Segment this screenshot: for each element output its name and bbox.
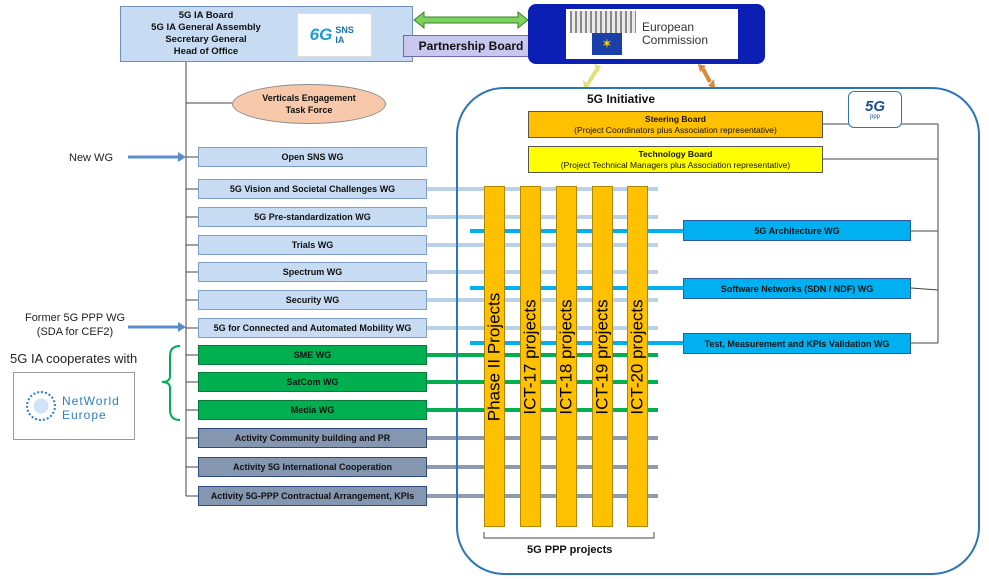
board-line: Head of Office: [173, 46, 239, 57]
board-line: 5G IA Board: [178, 10, 234, 21]
commission-line: European: [642, 20, 695, 34]
networld-europe-logo: NetWorld Europe: [13, 372, 135, 440]
commission-logo: ✶ European Commission: [566, 9, 738, 59]
activity-contractual: Activity 5G-PPP Contractual Arrangement,…: [198, 486, 427, 506]
wg-label: Software Networks (SDN / NDF) WG: [720, 283, 874, 294]
wg-prestandardization: 5G Pre-standardization WG: [198, 207, 427, 227]
steering-sub: (Project Coordinators plus Association r…: [574, 125, 777, 135]
wg-label: Security WG: [285, 295, 340, 305]
board-line: Secretary General: [165, 34, 247, 45]
project-phase2: Phase II Projects: [484, 186, 505, 527]
project-label: Phase II Projects: [484, 292, 504, 421]
project-label: ICT-20 projects: [627, 298, 647, 415]
wg-trials: Trials WG: [198, 235, 427, 255]
board-line: 5G IA General Assembly: [151, 22, 261, 33]
wg-label: SME WG: [293, 350, 332, 360]
technology-sub: (Project Technical Managers plus Associa…: [560, 160, 791, 170]
wg-label: 5G Pre-standardization WG: [254, 212, 371, 222]
verticals-label: Verticals Engagement Task Force: [262, 93, 356, 115]
steering-title: Steering Board: [645, 114, 706, 124]
project-label: ICT-19 projects: [592, 298, 612, 415]
commission-line: Commission: [642, 33, 709, 47]
wg-label: SatCom WG: [286, 377, 339, 387]
new-wg-label: New WG: [69, 152, 113, 164]
wg-connected-mobility: 5G for Connected and Automated Mobility …: [198, 318, 427, 338]
wg-label: Test, Measurement and KPIs Validation WG: [704, 338, 890, 349]
sns-ia-logo: 6G SNS IA: [297, 13, 372, 57]
wg-label: Trials WG: [291, 240, 334, 250]
project-label: ICT-18 projects: [556, 298, 576, 415]
verticals-task-force: Verticals Engagement Task Force: [232, 84, 386, 124]
commission-building-icon: [570, 11, 636, 33]
wg-label: Activity 5G-PPP Contractual Arrangement,…: [210, 491, 415, 501]
wg-architecture: 5G Architecture WG: [683, 220, 911, 241]
partnership-board-label: Partnership Board: [418, 39, 524, 53]
projects-caption: 5G PPP projects: [527, 544, 613, 556]
sns-logo-6g: 6G: [309, 25, 333, 44]
former-line: (SDA for CEF2): [36, 326, 114, 338]
5g-logo-text: 5G: [864, 97, 885, 115]
technology-title: Technology Board: [638, 149, 713, 159]
5g-logo-sub: ppp: [869, 113, 880, 120]
partnership-board: Partnership Board: [403, 35, 539, 57]
project-label: ICT-17 projects: [520, 298, 540, 415]
wg-sme: SME WG: [198, 345, 427, 365]
project-ict18: ICT-18 projects: [556, 186, 577, 527]
wg-software-networks: Software Networks (SDN / NDF) WG: [683, 278, 911, 299]
wg-spectrum: Spectrum WG: [198, 262, 427, 282]
wg-label: Spectrum WG: [282, 267, 343, 277]
initiative-title: 5G Initiative: [587, 92, 656, 106]
project-ict19: ICT-19 projects: [592, 186, 613, 527]
technology-board: Technology Board (Project Technical Mana…: [528, 146, 823, 173]
former-line: Former 5G PPP WG: [24, 312, 126, 324]
wg-open-sns: Open SNS WG: [198, 147, 427, 167]
wg-label: Media WG: [290, 405, 335, 415]
eu-flag-icon: ✶: [592, 33, 622, 55]
european-commission-box: ✶ European Commission: [528, 4, 765, 64]
project-ict17: ICT-17 projects: [520, 186, 541, 527]
wg-test-measurement: Test, Measurement and KPIs Validation WG: [683, 333, 911, 354]
networld-line: NetWorld: [62, 394, 120, 408]
networld-globe-icon: [26, 391, 56, 421]
project-ict20: ICT-20 projects: [627, 186, 648, 527]
former-wg-label: Former 5G PPP WG (SDA for CEF2): [20, 311, 130, 339]
5g-ppp-logo: 5G ppp: [848, 91, 902, 128]
board-box: 5G IA Board 5G IA General Assembly Secre…: [120, 6, 413, 62]
initiative-container: [456, 87, 980, 575]
wg-label: 5G for Connected and Automated Mobility …: [213, 323, 412, 333]
steering-board: Steering Board (Project Coordinators plu…: [528, 111, 823, 138]
cooperates-label: 5G IA cooperates with: [10, 351, 138, 366]
wg-label: Activity Community building and PR: [234, 433, 391, 443]
activity-international: Activity 5G International Cooperation: [198, 457, 427, 477]
wg-label: 5G Vision and Societal Challenges WG: [229, 184, 396, 194]
wg-satcom: SatCom WG: [198, 372, 427, 392]
wg-label: Activity 5G International Cooperation: [232, 462, 393, 472]
activity-community: Activity Community building and PR: [198, 428, 427, 448]
wg-label: Open SNS WG: [281, 152, 344, 162]
wg-media: Media WG: [198, 400, 427, 420]
wg-vision: 5G Vision and Societal Challenges WG: [198, 179, 427, 199]
networld-line: Europe: [62, 408, 107, 422]
sns-logo-sub: SNS IA: [335, 25, 354, 45]
wg-security: Security WG: [198, 290, 427, 310]
wg-label: 5G Architecture WG: [754, 225, 840, 236]
